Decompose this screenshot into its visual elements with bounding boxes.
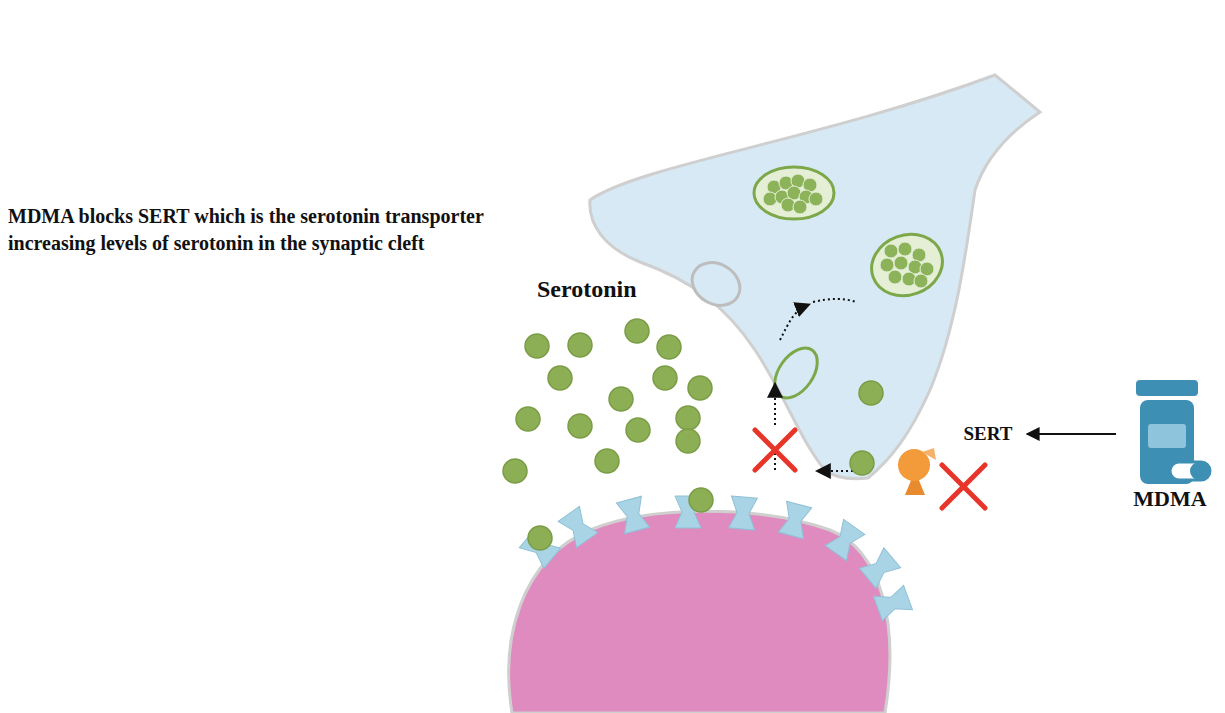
receptor-group [519, 496, 912, 621]
full-vesicle [754, 167, 834, 219]
vesicle-serotonin [884, 244, 898, 258]
serotonin-dot [626, 418, 650, 442]
serotonin-dot [609, 387, 633, 411]
vesicle-serotonin [898, 242, 912, 256]
bottle-label [1148, 424, 1186, 448]
transporter-label: SERT [955, 423, 1021, 445]
serotonin-dot [568, 414, 592, 438]
transporter-label-box: SERT [955, 423, 1021, 445]
receptor [729, 496, 758, 530]
drug-icon-box: MDMA [1118, 378, 1222, 512]
capsule-half [1190, 462, 1210, 480]
presynaptic-neuron [590, 75, 1040, 479]
serotonin-dot [503, 459, 527, 483]
postsynaptic-neuron [509, 511, 890, 713]
receptor [778, 501, 811, 539]
pointer-arrow [1027, 433, 1116, 435]
bottle-cap [1136, 380, 1198, 396]
receptor [558, 506, 598, 547]
serotonin-dot [653, 366, 677, 390]
reuptake-path [775, 299, 868, 471]
serotonin-dot [595, 449, 619, 473]
serotonin-dot [528, 526, 552, 550]
serotonin-dot [548, 366, 572, 390]
receptor [874, 585, 913, 620]
empty-vesicle [684, 254, 747, 314]
receptor [825, 519, 865, 560]
serotonin-dot [676, 429, 700, 453]
serotonin-dot [688, 376, 712, 400]
block-cross [942, 465, 985, 508]
empty-vesicle [766, 340, 826, 405]
pill-bottle-icon [1118, 378, 1218, 486]
serotonin-dot [657, 335, 681, 359]
vesicle-serotonin [888, 270, 902, 284]
serotonin-dot [568, 333, 592, 357]
serotonin-dot [516, 407, 540, 431]
serotonin-dot [689, 488, 713, 512]
serotonin-dot [625, 319, 649, 343]
note-text: MDMA blocks SERT which is the serotonin … [8, 203, 553, 257]
serotonin-dot [676, 406, 700, 430]
receptor [859, 548, 900, 588]
vesicle-serotonin [880, 258, 894, 272]
block-cross [755, 430, 795, 470]
vesicle-serotonin [894, 256, 908, 270]
sert-transporter [898, 448, 936, 495]
full-vesicle [863, 224, 951, 305]
serotonin-dot [850, 451, 874, 475]
serotonin-dot [525, 334, 549, 358]
serotonin-dot [859, 381, 883, 405]
serotonin-molecules [503, 319, 883, 550]
drug-label: MDMA [1118, 486, 1222, 512]
receptor [616, 496, 649, 534]
capsule [1170, 462, 1210, 480]
vesicle-serotonin [914, 274, 928, 288]
vesicle-serotonin [793, 200, 807, 214]
part-label: Serotonin [537, 276, 637, 302]
vesicle-serotonin [809, 192, 823, 206]
